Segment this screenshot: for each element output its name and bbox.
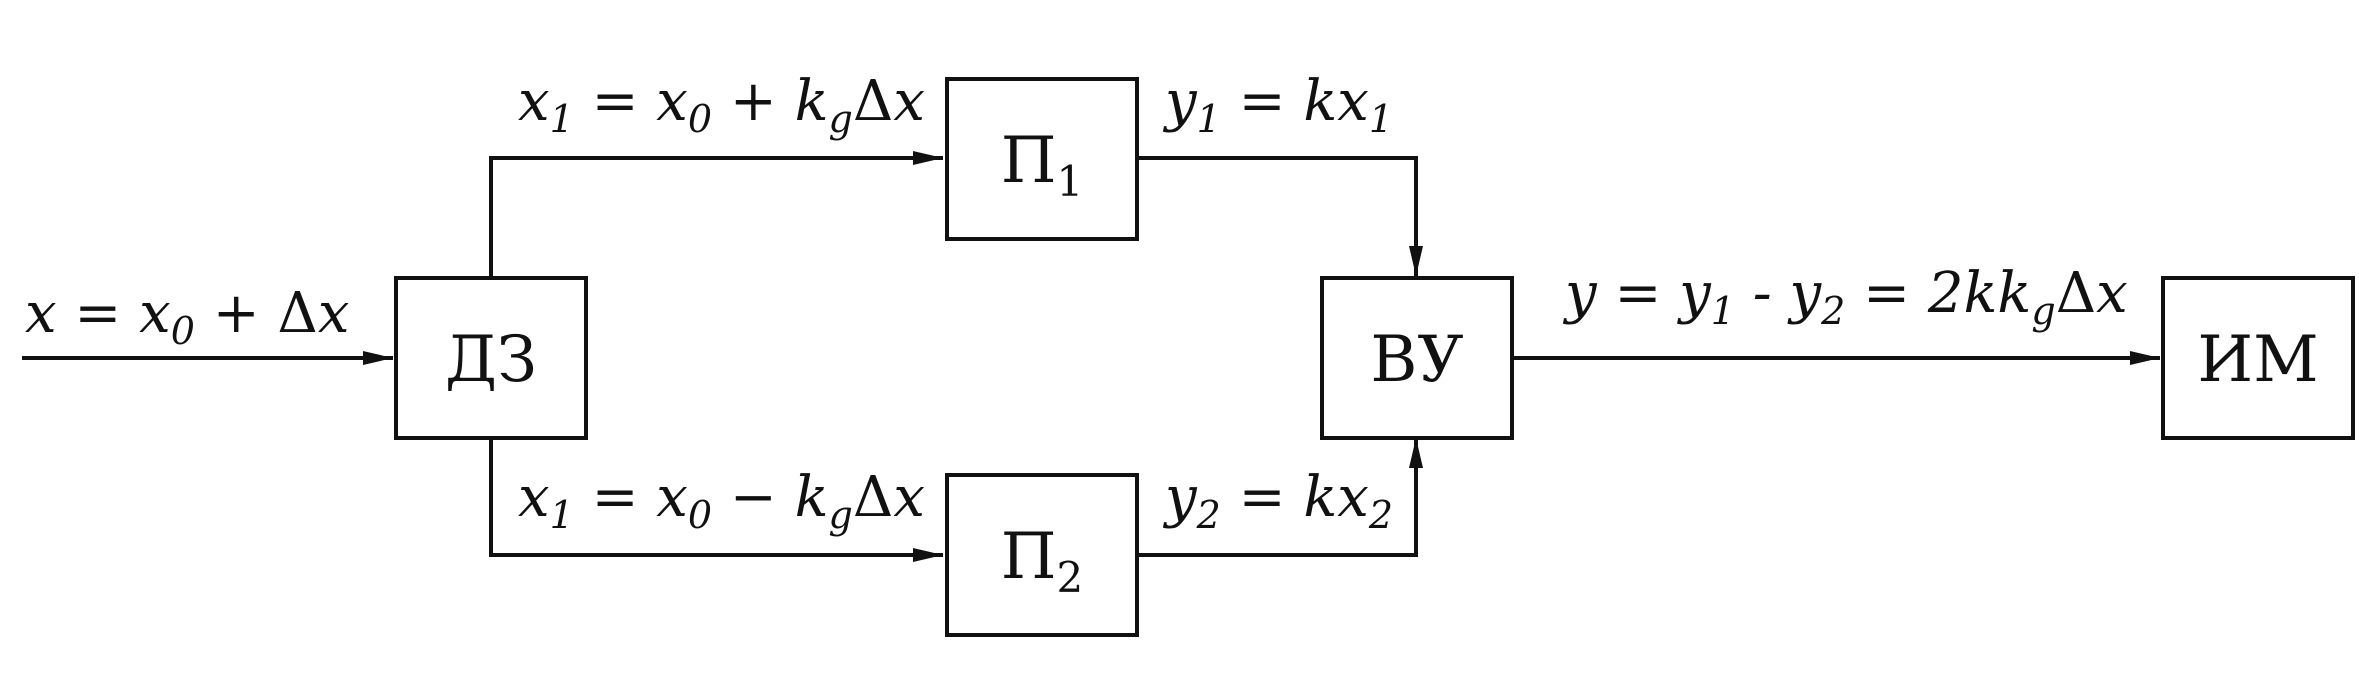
signal-output-label: y = y1 - y2 = 2kkgΔx [1562, 261, 2128, 333]
p2-to-vu-line [1137, 438, 1423, 557]
block-vu-label: ВУ [1370, 323, 1463, 397]
block-p1-label: П1 [1001, 124, 1084, 206]
signal-lower-out-label: y2 = kx2 [1162, 465, 1393, 537]
block-dz-label: ДЗ [445, 323, 537, 397]
dz-to-p2-line [489, 438, 943, 562]
block-im-label: ИМ [2197, 323, 2318, 397]
signal-input-label: x = x0 + Δx [25, 281, 349, 353]
block-p1 [945, 77, 1139, 241]
signal-upper-out-label: y1 = kx1 [1162, 69, 1393, 141]
dz-to-p1-line [489, 151, 943, 278]
block-vu [1320, 276, 1514, 440]
p1-to-vu-line [1137, 156, 1423, 276]
signal-upper-in-label: x1 = x0 + kgΔx [518, 69, 925, 141]
block-p2 [945, 473, 1139, 637]
block-im [2161, 276, 2355, 440]
block-p2-label: П2 [1001, 520, 1084, 602]
signal-lower-in-label: x1 = x0 − kgΔx [518, 465, 925, 537]
block-dz [394, 276, 588, 440]
